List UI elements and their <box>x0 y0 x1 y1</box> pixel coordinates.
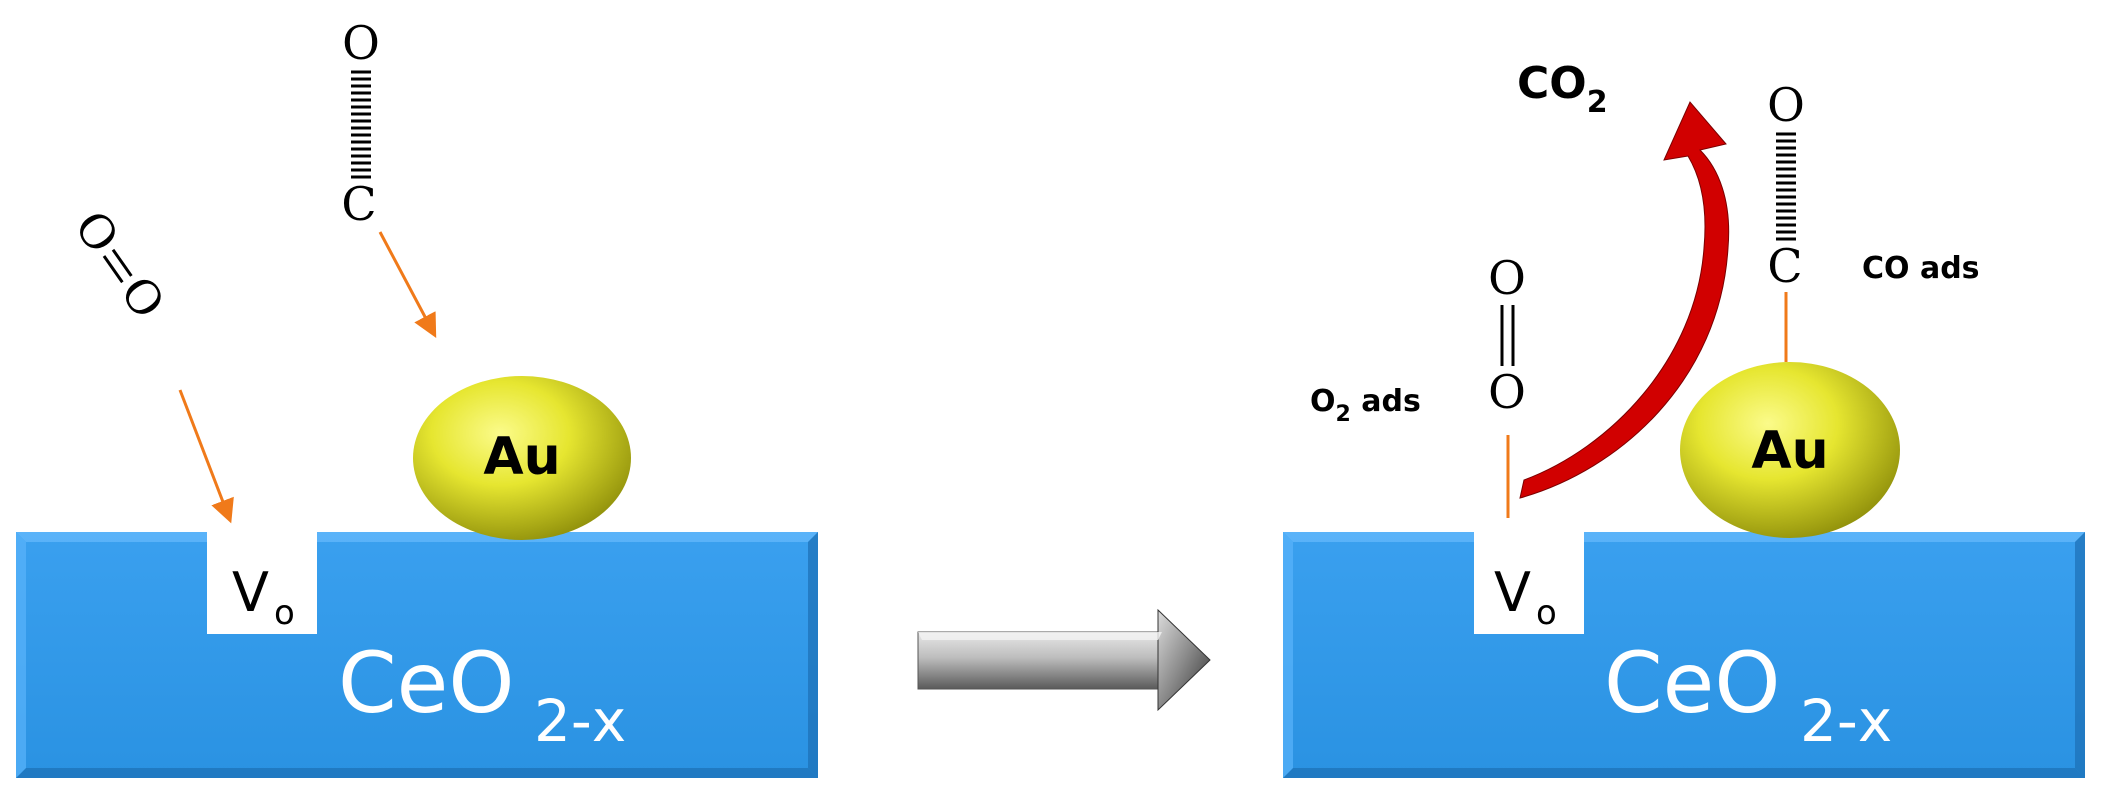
vacancy-label-after: V <box>1494 561 1531 624</box>
co-atom-c-after: C <box>1767 239 1802 293</box>
vacancy-subscript: o <box>274 593 295 633</box>
vacancy-label: V <box>232 561 269 624</box>
ceria-slab-after <box>1283 532 2085 778</box>
substrate-subscript-after: 2-x <box>1800 687 1892 755</box>
oxygen-vacancy-after <box>1474 528 1584 634</box>
o2-adsorbed: O O <box>1488 251 1526 518</box>
o2-molecule: O O <box>64 201 176 328</box>
panel-after: V o CeO 2-x Au O O O2 ads O <box>1283 58 2085 778</box>
o2-atom-right: O <box>110 266 176 328</box>
co-approach-arrow <box>378 231 437 338</box>
co-atom-c: C <box>341 177 376 231</box>
product-label: CO2 <box>1517 58 1608 120</box>
o2-approach-arrow <box>178 389 234 524</box>
o2-atom-top: O <box>1488 251 1526 305</box>
o2-ads-label: O2 ads <box>1310 384 1421 427</box>
substrate-label-after: CeO <box>1604 634 1780 732</box>
oxygen-vacancy <box>207 528 317 634</box>
reaction-arrow <box>917 608 1211 712</box>
panel-before: V o CeO 2-x Au O O O <box>16 16 818 778</box>
gold-nanoparticle <box>413 376 631 540</box>
ceria-slab <box>16 532 818 778</box>
particle-label: Au <box>483 427 560 487</box>
gold-nanoparticle-after <box>1680 362 1900 538</box>
co-adsorbed: O C <box>1767 78 1805 362</box>
vacancy-subscript-after: o <box>1536 593 1557 633</box>
co2-formation-arrow <box>1519 101 1730 499</box>
o2-atom-left: O <box>64 201 130 263</box>
particle-label-after: Au <box>1751 421 1828 481</box>
co-molecule: O C <box>341 16 379 231</box>
co-atom-o-after: O <box>1767 78 1805 132</box>
co-atom-o: O <box>342 16 380 70</box>
substrate-label: CeO <box>338 634 514 732</box>
co-ads-label: CO ads <box>1862 251 1980 286</box>
substrate-subscript: 2-x <box>534 687 626 755</box>
o2-atom-bottom: O <box>1488 365 1526 419</box>
